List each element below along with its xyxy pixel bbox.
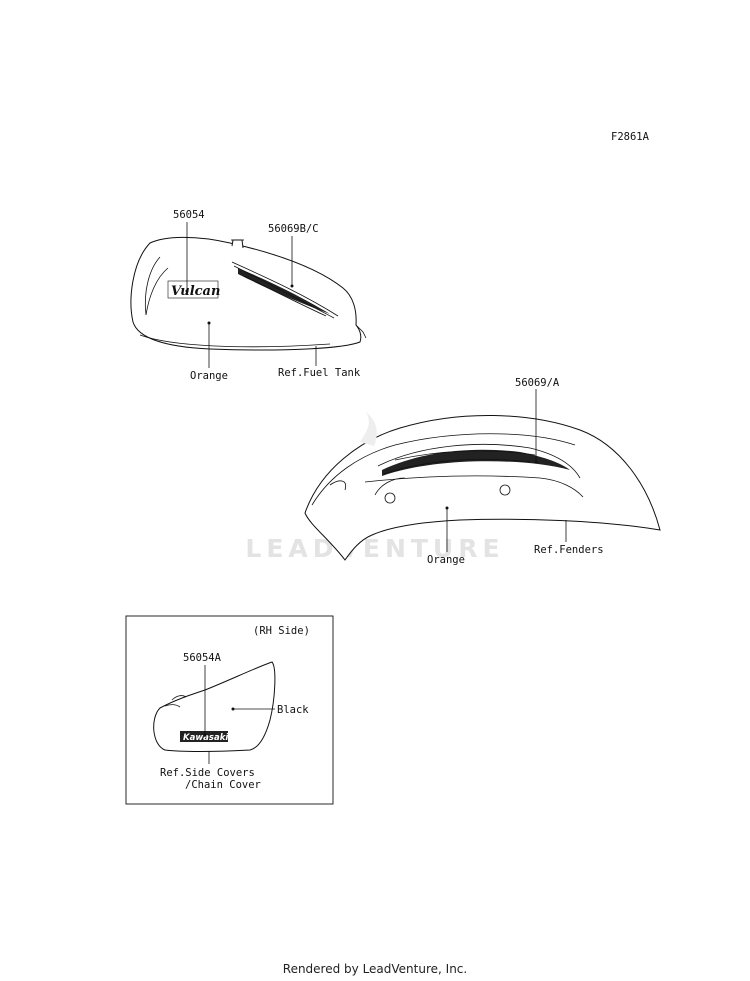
- watermark: LEADVENTURE: [245, 534, 504, 563]
- label-ref-fenders: Ref.Fenders: [534, 544, 604, 556]
- vulcan-logo-text: Vulcan: [171, 284, 220, 299]
- fender-drawing: [304, 389, 661, 561]
- tank-stripe-graphic: [231, 261, 339, 319]
- label-ref-fuel-tank: Ref.Fuel Tank: [278, 367, 361, 379]
- label-fender-color: Orange: [427, 554, 465, 566]
- label-part-56069a: 56069/A: [515, 377, 560, 389]
- fender-stripe-graphic: [377, 443, 581, 479]
- label-ref-side-covers: Ref.Side Covers: [160, 767, 255, 779]
- label-part-56054a: 56054A: [183, 652, 222, 664]
- fuel-tank-drawing: Vulcan: [130, 222, 367, 368]
- footer-credit: Rendered by LeadVenture, Inc.: [282, 962, 468, 976]
- figure-code: F2861A: [611, 131, 650, 143]
- label-part-56069bc: 56069B/C: [268, 223, 319, 235]
- label-rh-side: (RH Side): [253, 625, 310, 637]
- side-cover-drawing: Kawasaki: [153, 661, 276, 764]
- kawasaki-logo-text: Kawasaki: [183, 733, 229, 743]
- label-ref-chain-cover: /Chain Cover: [185, 779, 261, 791]
- label-tank-color: Orange: [190, 370, 228, 382]
- label-part-56054: 56054: [173, 209, 205, 221]
- label-side-cover-color: Black: [277, 704, 309, 716]
